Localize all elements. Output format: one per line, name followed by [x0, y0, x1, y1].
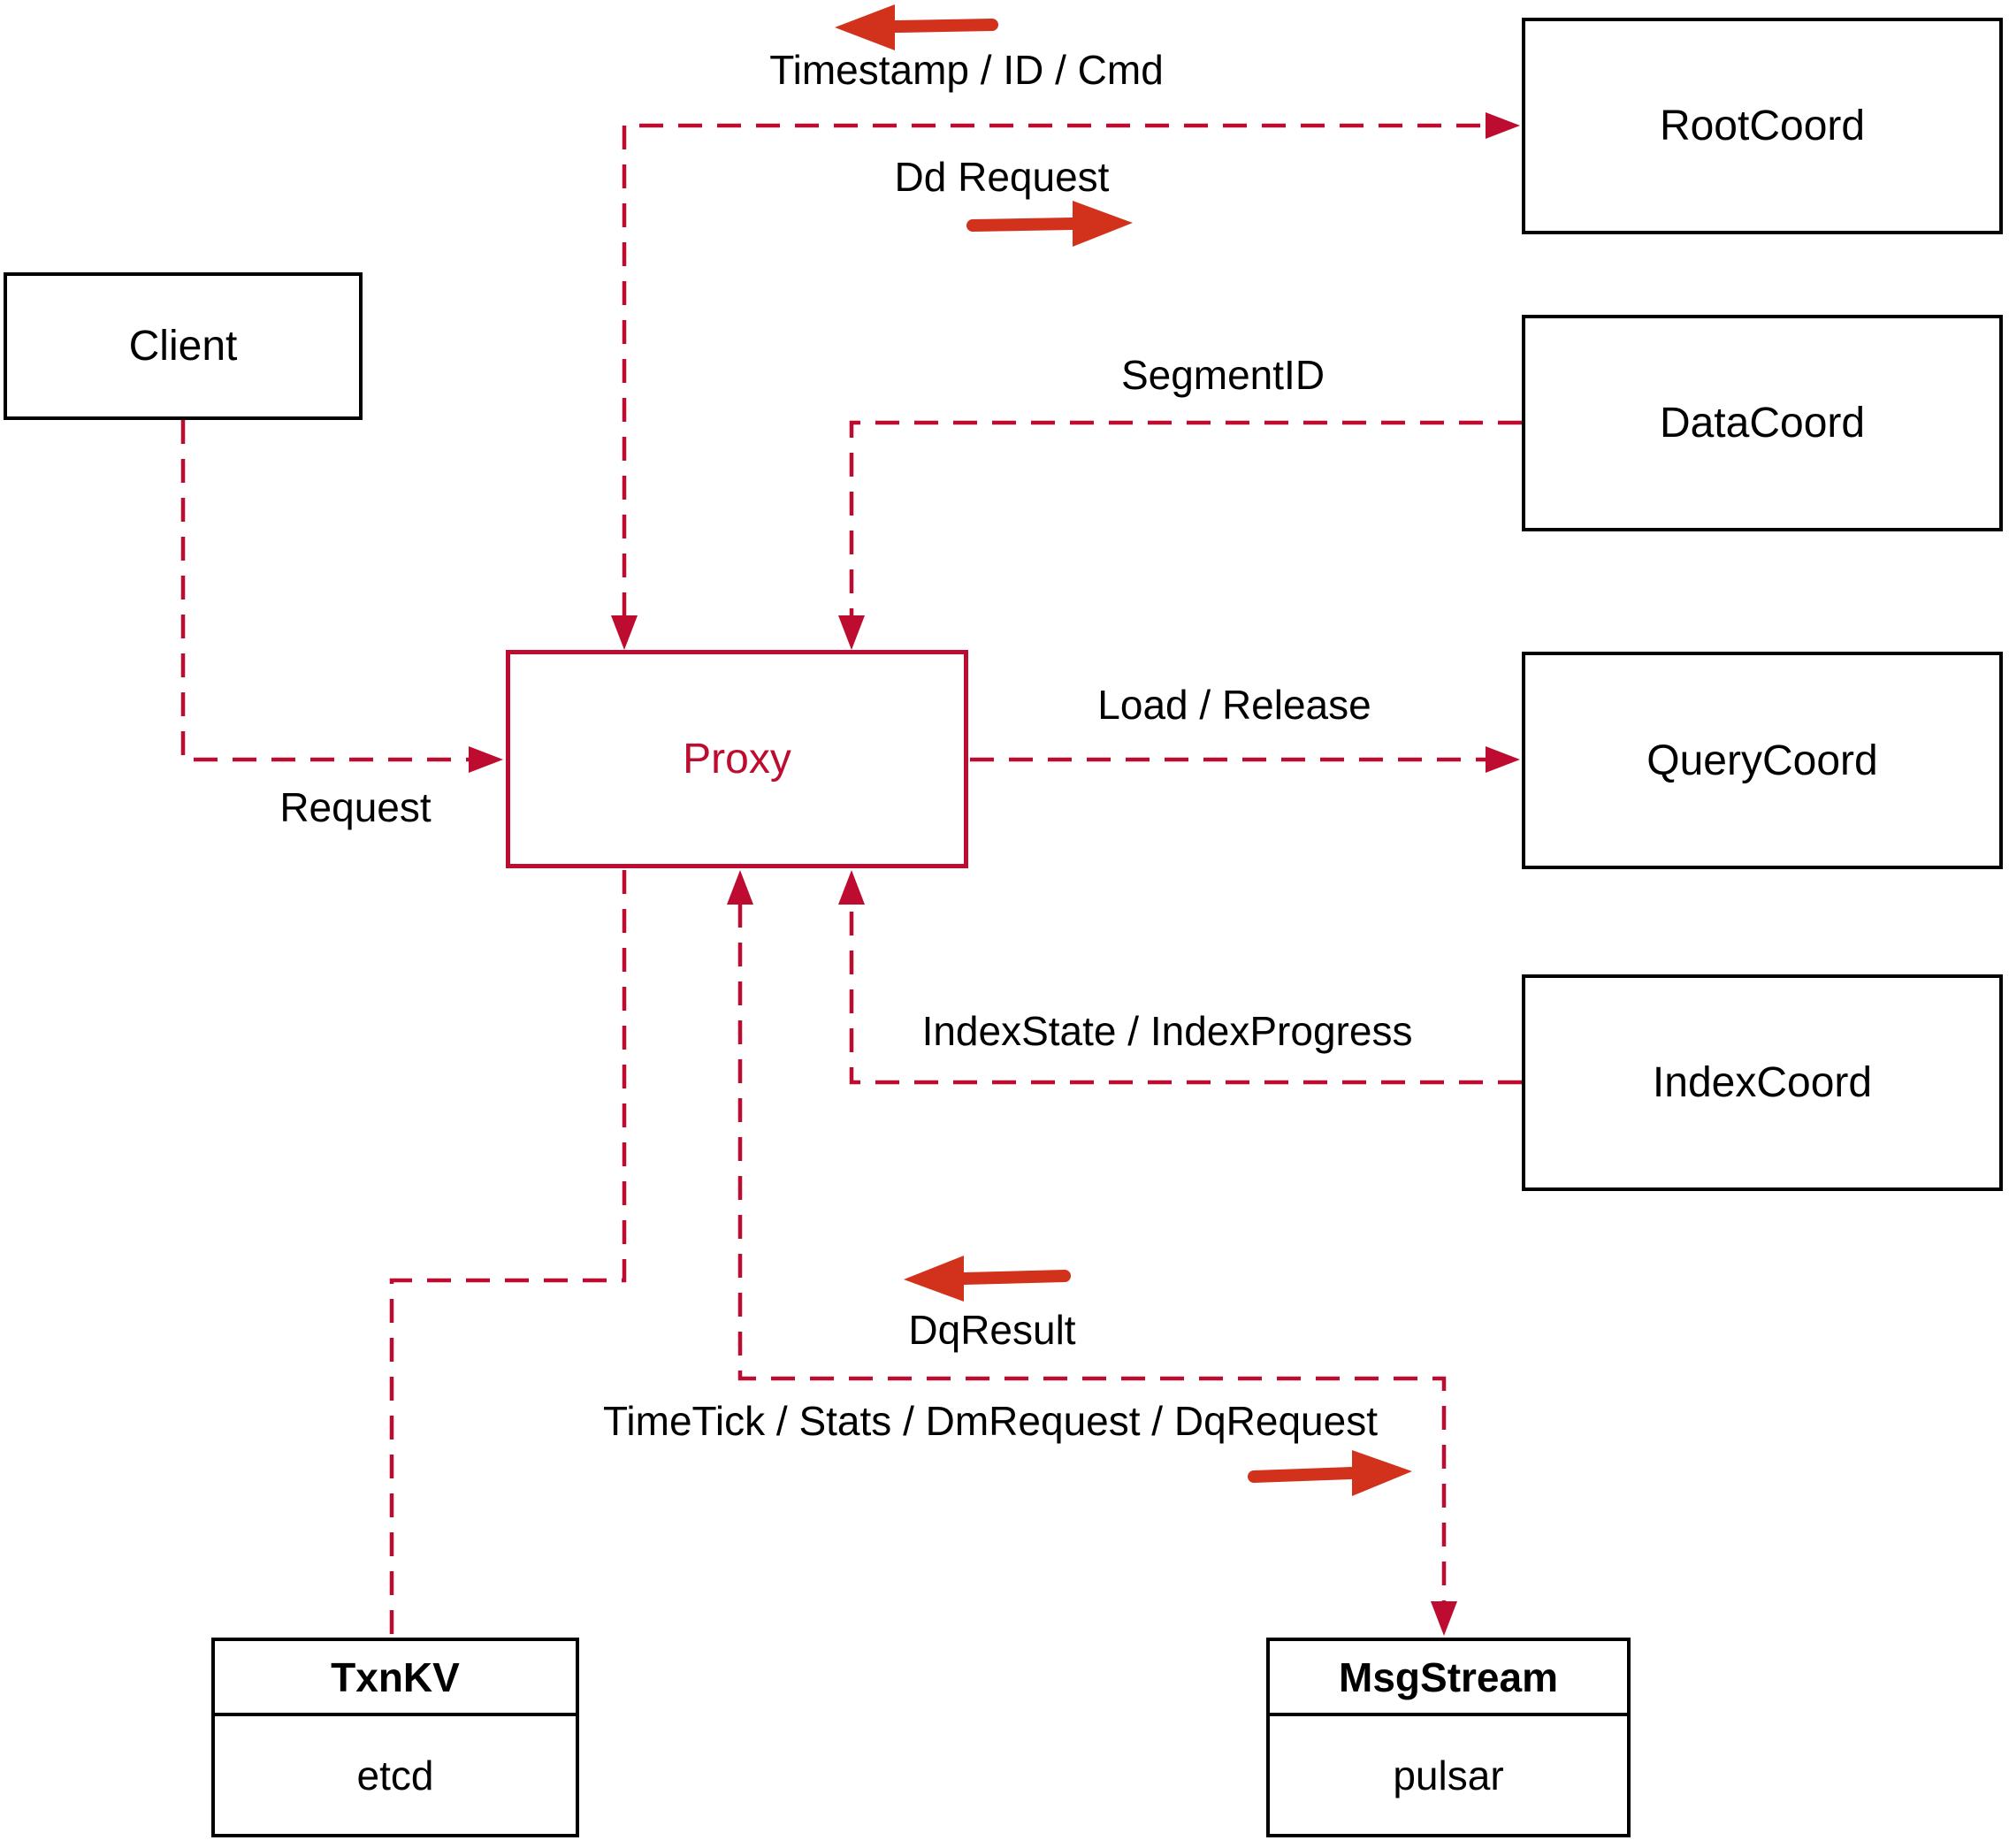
dd-request-direction-arrow-head: [1073, 201, 1133, 247]
node-datacoord-label: DataCoord: [1659, 400, 1866, 447]
node-client: Client: [4, 272, 363, 420]
node-rootcoord: RootCoord: [1522, 18, 2003, 234]
node-indexcoord: IndexCoord: [1522, 974, 2003, 1191]
edge-label-load-release: Load / Release: [1097, 682, 1371, 728]
node-msgstream: MsgStream pulsar: [1266, 1638, 1631, 1837]
edge-proxy-msgstream: [737, 904, 1447, 1602]
edge-label-index-state-progress: IndexState / IndexProgress: [921, 1008, 1413, 1054]
node-proxy: Proxy: [506, 650, 968, 868]
edge-indexcoord-proxy-arrowhead: [838, 870, 865, 905]
edge-label-segment-id: SegmentID: [1120, 352, 1325, 398]
node-datacoord: DataCoord: [1522, 315, 2003, 531]
node-proxy-label: Proxy: [683, 736, 791, 783]
edge-proxy-rootcoord: [622, 123, 1486, 616]
timestamp-direction-arrow-shaft: [890, 19, 998, 33]
edge-proxy-txnkv: [389, 870, 627, 1636]
edge-proxy-querycoord-arrowhead: [1486, 746, 1520, 773]
edge-proxy-rootcoord-arrowhead-proxy: [611, 615, 638, 650]
edge-datacoord-proxy-arrowhead: [838, 615, 865, 650]
node-indexcoord-label: IndexCoord: [1652, 1059, 1873, 1106]
edge-proxy-rootcoord-arrowhead-rootcoord: [1486, 112, 1520, 139]
timetick-direction-arrow-head: [1352, 1450, 1412, 1496]
node-querycoord: QueryCoord: [1522, 652, 2003, 869]
dd-request-direction-arrow-shaft: [966, 218, 1078, 232]
node-txnkv-title: TxnKV: [215, 1641, 576, 1716]
timestamp-direction-arrow-head: [835, 4, 895, 50]
edge-client-proxy-arrowhead: [469, 746, 503, 773]
node-msgstream-impl: pulsar: [1393, 1752, 1504, 1798]
node-txnkv: TxnKV etcd: [211, 1638, 579, 1837]
node-rootcoord-label: RootCoord: [1659, 103, 1866, 149]
edge-label-dq-result: DqResult: [908, 1307, 1076, 1353]
edge-datacoord-proxy: [849, 420, 1522, 616]
edge-proxy-msgstream-arrowhead-proxy: [727, 870, 753, 905]
timetick-direction-arrow-shaft: [1248, 1467, 1357, 1483]
edge-proxy-msgstream-arrowhead-msgstream: [1431, 1601, 1457, 1636]
edge-label-timetick-stats: TimeTick / Stats / DmRequest / DqRequest: [603, 1398, 1378, 1444]
edge-indexcoord-proxy: [849, 904, 1522, 1085]
edge-label-request: Request: [279, 784, 432, 830]
node-msgstream-title: MsgStream: [1270, 1641, 1627, 1716]
edge-client-proxy: [180, 420, 469, 762]
node-client-label: Client: [128, 323, 238, 370]
dq-result-direction-arrow-head: [904, 1256, 964, 1302]
node-txnkv-impl: etcd: [356, 1752, 434, 1798]
dq-result-direction-arrow-shaft: [958, 1270, 1071, 1285]
node-querycoord-label: QueryCoord: [1646, 737, 1878, 784]
edge-label-timestamp-id-cmd: Timestamp / ID / Cmd: [769, 47, 1164, 93]
edge-label-dd-request: Dd Request: [894, 154, 1110, 200]
